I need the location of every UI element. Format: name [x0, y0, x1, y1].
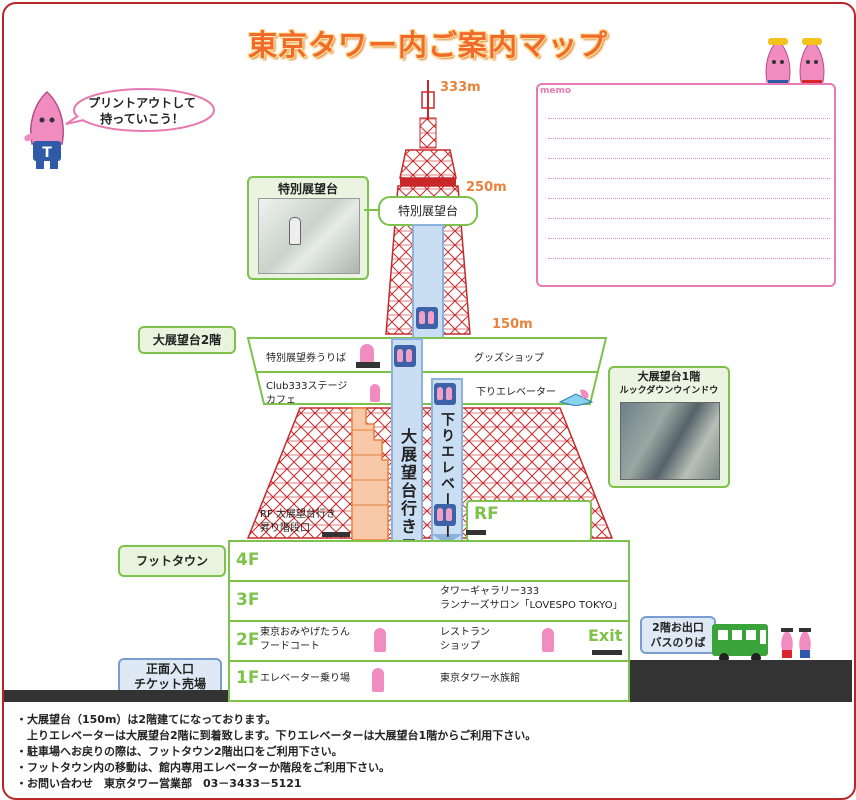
counter-icon	[356, 362, 380, 368]
stairs-arrow-icon	[322, 532, 350, 537]
rf-stairs-line1: RF 大展望台行き	[260, 509, 336, 520]
foottown-4f	[228, 540, 630, 582]
mascots-walking-icon	[781, 628, 811, 658]
note-line: ・フットタウン内の移動は、館内専用エレベーターか階段をご利用下さい。	[16, 761, 390, 774]
memo-label: memo	[540, 86, 572, 96]
height-333: 333m	[440, 80, 481, 95]
souvenir-town-label: 東京おみやげたうん	[260, 627, 350, 638]
main-deck-1f-tab: 大展望台1階	[637, 370, 701, 383]
bubble-line2: 持っていこう！	[100, 112, 184, 126]
main-deck-2f	[246, 336, 608, 406]
memo-line	[548, 218, 830, 219]
special-deck-photo	[258, 198, 360, 274]
mascot-small-icon	[542, 628, 554, 652]
lookdown-photo	[620, 402, 720, 480]
page-title: 東京タワー内ご案内マップ	[247, 28, 608, 62]
ground-right	[630, 660, 852, 702]
aquarium-label: 東京タワー水族館	[440, 673, 520, 684]
note-line: ・駐車場へお戻りの際は、フットタウン2階出口をご利用下さい。	[16, 745, 343, 758]
svg-text:T: T	[42, 145, 52, 161]
foottown-2f	[228, 620, 630, 662]
ticket-office-label: チケット売場	[133, 677, 206, 691]
rf-stairs-line2: 昇り階段口	[260, 523, 310, 534]
mascot-small-icon	[360, 344, 374, 364]
floor-2f-label: 2F	[236, 630, 260, 650]
entrance-label: 正面入口	[145, 662, 194, 676]
food-court-label: フードコート	[260, 641, 320, 652]
memo-line	[548, 178, 830, 179]
down-arrow-icon	[431, 534, 463, 544]
height-250: 250m	[466, 180, 507, 195]
special-deck-tab: 特別展望台	[277, 182, 338, 196]
memo-box	[536, 83, 836, 287]
memo-line	[548, 138, 830, 139]
notes-block: ・大展望台（150m）は2階建てになっております。 上りエレベーターは大展望台2…	[16, 712, 536, 792]
mascot-left-icon: T	[24, 90, 64, 169]
floor-3f-label: 3F	[236, 590, 260, 610]
elevator-icon	[434, 383, 456, 405]
exit-label: Exit	[588, 626, 623, 645]
bubble-line1: プリントアウトして	[88, 96, 196, 110]
lookdown-window-label: ルックダウンウインドウ	[619, 386, 719, 396]
cafe-label: カフェ	[266, 395, 296, 406]
mascot-small-icon	[370, 384, 380, 402]
note-line: ・お問い合わせ 東京タワー営業部 03－3433－5121	[16, 777, 302, 790]
note-line: ・大展望台（150m）は2階建てになっております。	[16, 713, 277, 726]
bus-stop-label: バスのりば	[650, 636, 706, 649]
elevator-icon	[434, 504, 456, 526]
foottown-tab: フットタウン	[118, 545, 226, 577]
rf-label: RF	[474, 504, 499, 524]
rf-arrow-icon	[466, 530, 486, 535]
floor-1f-label: 1F	[236, 668, 260, 688]
elevator-lobby-label: エレベーター乗り場	[260, 673, 350, 684]
main-deck-2f-tab: 大展望台2階	[138, 326, 236, 354]
runners-salon-label: ランナーズサロン「LOVESPO TOKYO」	[440, 600, 623, 611]
memo-line	[548, 118, 830, 119]
memo-line	[548, 238, 830, 239]
foottown-1f	[228, 660, 630, 702]
exit-2f-label: 2階お出口	[652, 621, 704, 634]
elevator-icon	[416, 307, 438, 329]
restaurant-label: レストラン	[440, 627, 490, 638]
bus-icon	[712, 624, 768, 663]
down-elevator-label: 下りエレベーター	[476, 387, 556, 398]
mascot-small-icon	[374, 628, 386, 652]
elevator-icon	[394, 345, 416, 367]
lookdown-window-icon	[558, 389, 594, 406]
club333-label: Club333ステージ	[266, 381, 348, 392]
memo-line	[548, 258, 830, 259]
ticket-counter-label: 特別展望券うりば	[266, 353, 346, 364]
note-line: 上りエレベーターは大展望台2階に到着致します。下りエレベーターは大展望台1階から…	[16, 729, 537, 742]
person-figure	[289, 217, 301, 245]
height-150: 150m	[492, 317, 533, 332]
ground-left	[4, 690, 228, 702]
memo-line	[548, 158, 830, 159]
tower-gallery-label: タワーギャラリー333	[440, 586, 540, 597]
goods-shop-label: グッズショップ	[474, 353, 544, 364]
mascot-small-icon	[372, 668, 384, 692]
shop-label: ショップ	[440, 641, 480, 652]
speech-bubble	[65, 88, 215, 132]
exit-arrow-icon	[592, 650, 622, 655]
floor-4f-label: 4F	[236, 550, 260, 570]
memo-line	[548, 198, 830, 199]
special-deck-sign: 特別展望台	[397, 204, 458, 218]
